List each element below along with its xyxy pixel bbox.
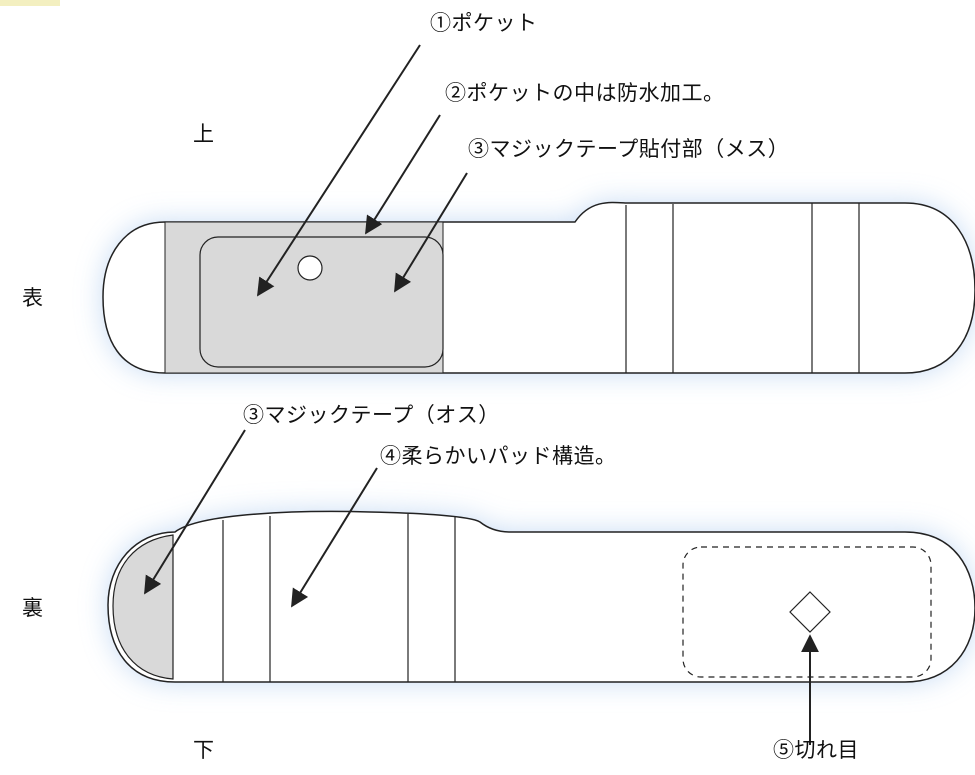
label-bottom: 下 — [193, 738, 215, 762]
arrow-pocket-waterproof — [365, 114, 441, 235]
arrow-pocket — [257, 44, 421, 297]
callout-arrows — [144, 44, 819, 745]
label-front: 表 — [22, 286, 44, 310]
label-top: 上 — [193, 122, 215, 146]
corner-mark — [0, 0, 60, 6]
callout-velcro-female: ③マジックテープ貼付部（メス） — [468, 137, 790, 161]
front-view — [102, 201, 975, 374]
callout-slit: ⑤切れ目 — [773, 738, 859, 762]
label-back: 裏 — [22, 596, 44, 620]
arrow-velcro-female — [394, 172, 468, 293]
pocket-inner — [199, 236, 444, 368]
slit-diamond — [789, 591, 831, 633]
callout-pocket: ①ポケット — [430, 11, 538, 35]
callout-pocket-waterproof: ②ポケットの中は防水加工。 — [445, 81, 725, 105]
slit-dashed-area — [682, 546, 932, 678]
arrow-velcro-male — [144, 429, 246, 595]
back-view — [107, 510, 975, 683]
callout-velcro-male: ③マジックテープ（オス） — [243, 403, 500, 427]
callout-soft-pad: ④柔らかいパッド構造。 — [380, 444, 617, 468]
arrow-soft-pad — [291, 467, 378, 608]
back-belt-outline — [107, 510, 975, 683]
pocket-button — [297, 255, 323, 281]
